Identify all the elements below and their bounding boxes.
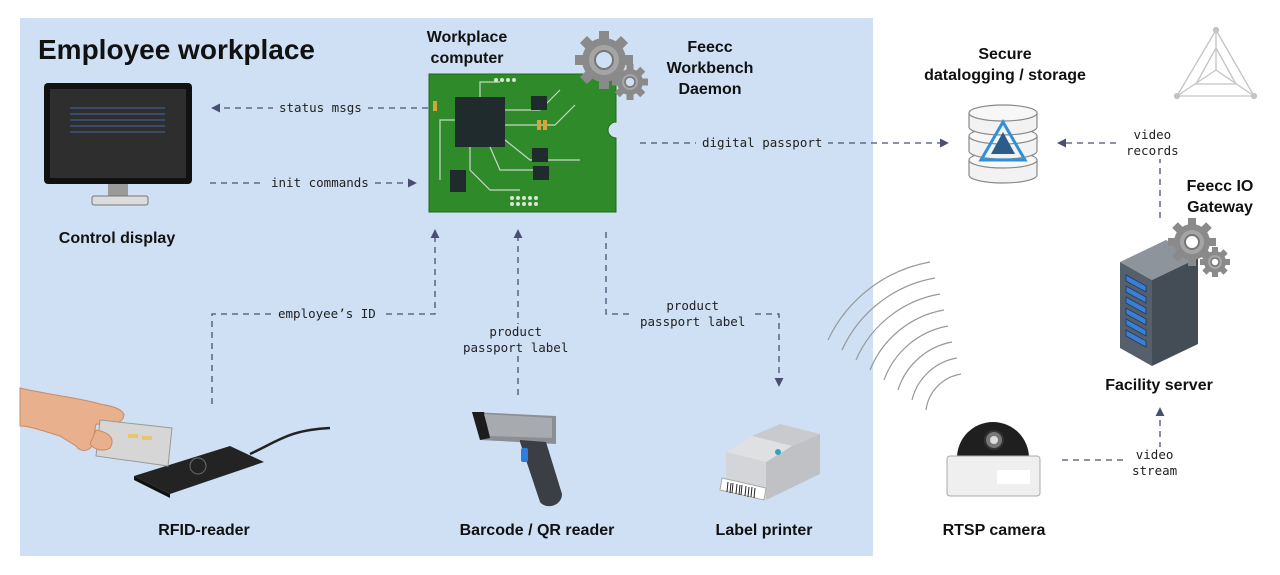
dome-camera-icon — [946, 422, 1041, 497]
node-rtsp-camera: RTSP camera — [942, 522, 1046, 539]
node-rfid-reader: RFID-reader — [158, 522, 250, 539]
node-workplace-computer: Workplace computer — [426, 29, 508, 67]
edge-label-video-stream: video stream — [1126, 447, 1184, 479]
edge-video-stream — [1062, 407, 1165, 461]
monitor-icon — [44, 83, 192, 206]
triangle-logo-icon — [1173, 26, 1258, 100]
rfid-reader-icon — [134, 426, 331, 498]
edge-label-video-records: video records — [1120, 127, 1185, 159]
node-control-display: Control display — [58, 230, 176, 247]
pcb-icon — [428, 73, 617, 213]
label-printer-icon — [719, 424, 820, 501]
workplace-title: Employee workplace — [38, 34, 316, 65]
edge-label-product-label-scan: product passport label — [457, 324, 575, 356]
storage-logo-icon — [978, 119, 1028, 162]
barcode-scanner-icon — [472, 412, 562, 507]
node-facility-server: Facility server — [1105, 377, 1213, 394]
hand-with-card-icon — [19, 387, 173, 467]
edge-label-init-commands: init commands — [265, 175, 375, 191]
edge-label-product-label-print: product passport label — [634, 298, 752, 330]
node-secure-storage: Secure datalogging / storage — [924, 46, 1086, 84]
edge-label-status-msgs: status msgs — [273, 100, 368, 116]
edge-label-digital-passport: digital passport — [696, 135, 829, 151]
edge-label-employee-id: employee’s ID — [272, 306, 382, 322]
node-io-gateway: Feecc IO Gateway — [1186, 178, 1254, 216]
server-gear-icon — [1168, 218, 1230, 277]
node-barcode-reader: Barcode / QR reader — [459, 522, 615, 539]
wireless-signal-icon — [827, 261, 962, 411]
node-daemon: Feecc Workbench Daemon — [666, 39, 754, 98]
node-label-printer: Label printer — [715, 522, 813, 539]
